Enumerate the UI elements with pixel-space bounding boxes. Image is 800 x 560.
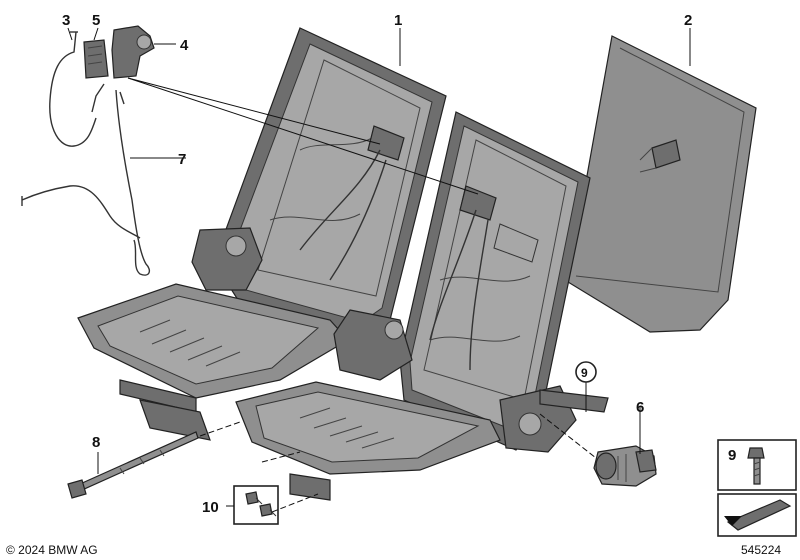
seat-back-frame-right xyxy=(399,111,591,451)
drive-motor xyxy=(593,445,657,487)
callout-9-circle xyxy=(575,361,597,383)
callout-7: 7 xyxy=(178,151,186,168)
legend-item-box xyxy=(717,439,797,491)
loose-cable xyxy=(21,185,141,239)
callout-5: 5 xyxy=(92,12,100,29)
callout-6: 6 xyxy=(636,399,644,416)
legend-bolt-icon xyxy=(747,447,765,485)
diagram-number: 545224 xyxy=(741,543,781,557)
seat-cushion-left xyxy=(77,283,349,441)
seat-back-frame-left xyxy=(213,27,447,341)
legend-callout-9: 9 xyxy=(728,447,736,464)
callout-labels: 1 2 3 4 5 6 7 8 9 10 xyxy=(62,12,692,516)
callout-10: 10 xyxy=(202,499,219,516)
screws-set xyxy=(233,485,279,525)
release-lever-assembly xyxy=(49,25,155,276)
callout-4: 4 xyxy=(180,37,189,54)
legend-panel: 9 xyxy=(717,439,797,537)
callout-3: 3 xyxy=(62,12,70,29)
callout-2: 2 xyxy=(684,12,692,29)
callout-9: 9 xyxy=(581,366,588,380)
long-bolt xyxy=(67,431,199,499)
callout-1: 1 xyxy=(394,12,402,29)
rear-cover-panel xyxy=(567,35,757,333)
legend-arrow-icon xyxy=(724,499,792,531)
seat-cushion-right xyxy=(235,381,501,501)
callout-8: 8 xyxy=(92,434,100,451)
leader-lines xyxy=(67,27,691,513)
seat-hinge-mechanism xyxy=(191,227,609,453)
copyright-text: © 2024 BMW AG xyxy=(6,543,98,557)
legend-symbol-box xyxy=(717,493,797,537)
